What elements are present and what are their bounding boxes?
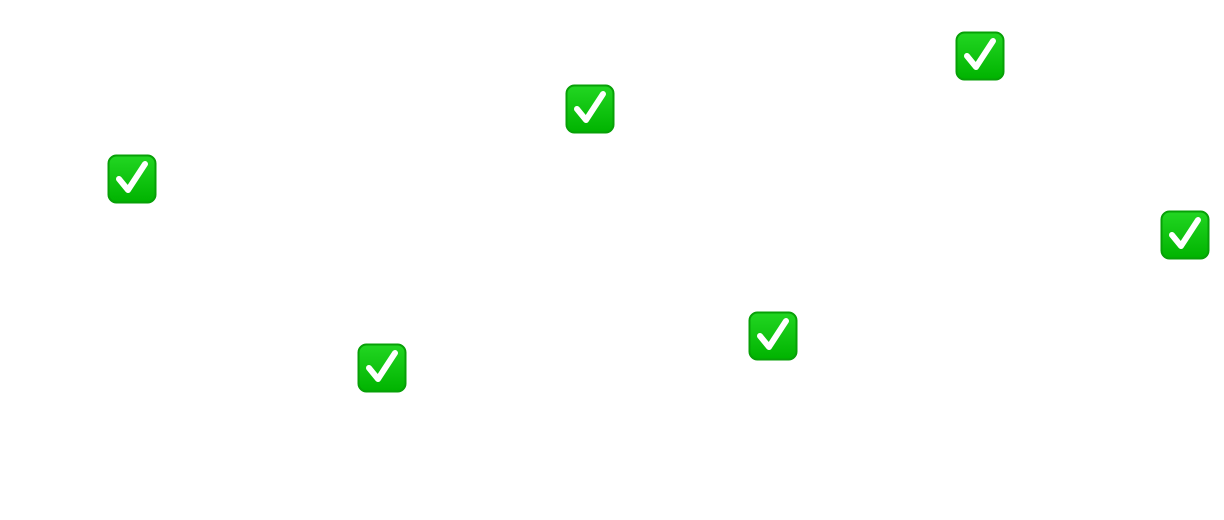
white-heavy-check-mark-icon: [107, 154, 157, 204]
white-heavy-check-mark-icon: [1160, 210, 1210, 260]
white-heavy-check-mark-icon: [565, 84, 615, 134]
white-heavy-check-mark-icon: [357, 343, 407, 393]
white-heavy-check-mark-icon: [748, 311, 798, 361]
white-heavy-check-mark-icon: [955, 31, 1005, 81]
